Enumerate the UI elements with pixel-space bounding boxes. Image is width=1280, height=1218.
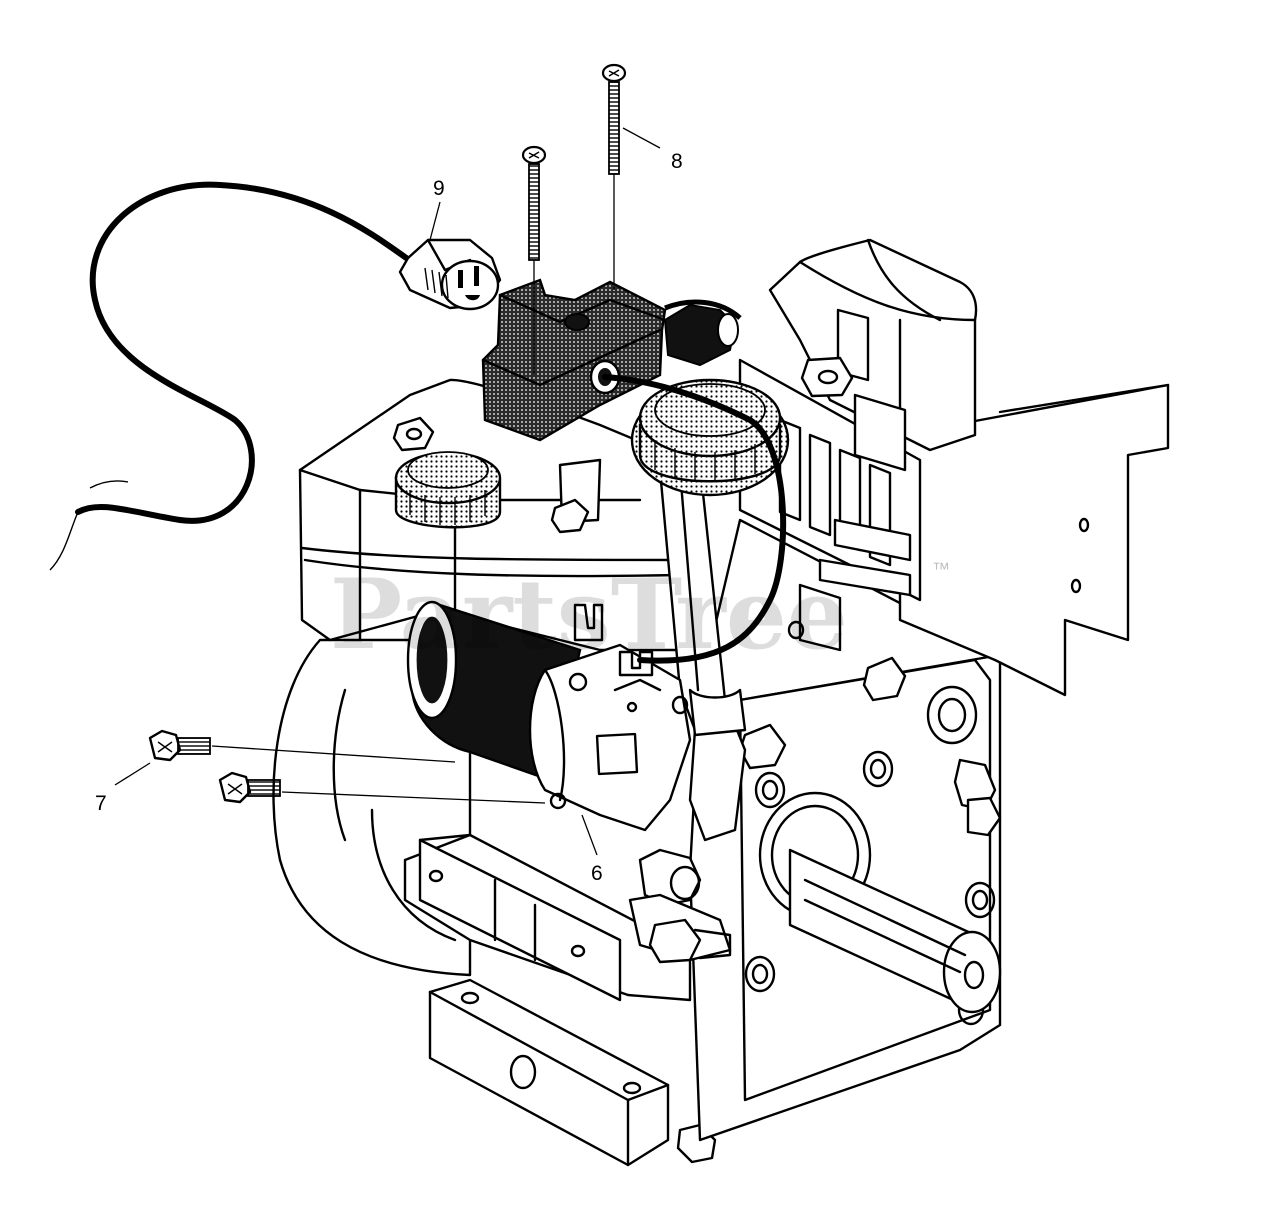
starter-motor-icon bbox=[406, 600, 692, 832]
power-cord-icon bbox=[49, 181, 502, 571]
engine-base bbox=[428, 978, 717, 1167]
watermark: PartsTree ™ bbox=[330, 558, 950, 671]
screw-8-short bbox=[521, 145, 547, 375]
oil-fill-tube bbox=[630, 378, 790, 842]
callout-7: 7 bbox=[95, 792, 107, 815]
bolt-7-lower bbox=[218, 771, 546, 804]
watermark-trademark: ™ bbox=[932, 559, 950, 579]
bolt-7-upper bbox=[148, 729, 456, 763]
callouts: 8 9 7 6 bbox=[95, 127, 683, 885]
muffler bbox=[768, 238, 978, 452]
cooling-fins bbox=[738, 356, 922, 652]
crankcase bbox=[688, 518, 1002, 1142]
screw-icon bbox=[148, 63, 627, 804]
watermark-text: PartsTree bbox=[330, 558, 848, 671]
switch-box-icon bbox=[481, 278, 739, 442]
starter-wire bbox=[602, 299, 787, 664]
oil-cap bbox=[630, 378, 790, 497]
lower-block bbox=[403, 833, 732, 1002]
output-shaft bbox=[758, 791, 1002, 1014]
callout-9: 9 bbox=[433, 177, 445, 200]
callout-8: 8 bbox=[671, 150, 683, 173]
engine-shroud bbox=[898, 383, 1170, 697]
fuel-cap bbox=[394, 451, 502, 529]
callout-6: 6 bbox=[591, 862, 603, 885]
screw-8-long bbox=[601, 63, 627, 290]
fuel-tank bbox=[298, 378, 702, 652]
